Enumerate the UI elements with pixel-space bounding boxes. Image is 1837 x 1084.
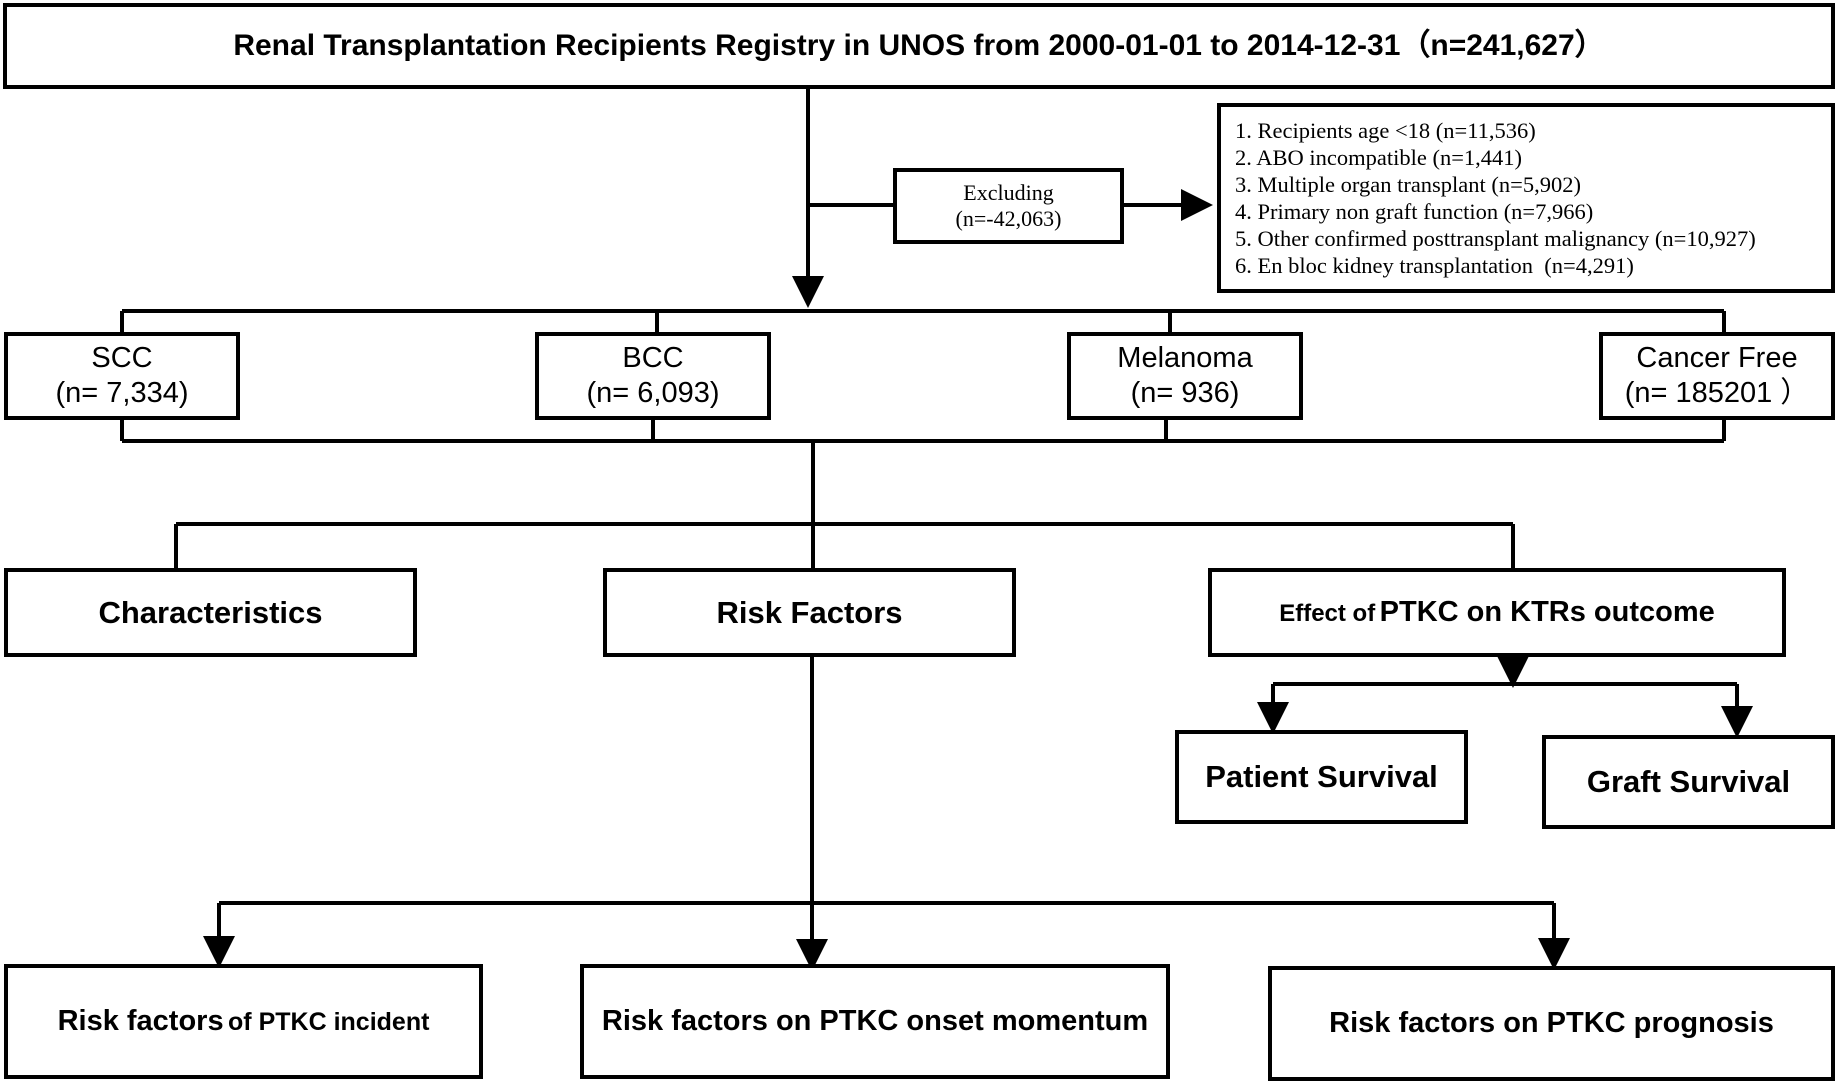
group-melanoma-count: (n= 936) (1130, 377, 1240, 409)
group-bcc-count: (n= 6,093) (586, 377, 720, 409)
criterion-other-malignancy: 5. Other confirmed posttransplant malign… (1235, 226, 1756, 251)
effect-label-prefix: Effect of (1279, 600, 1376, 628)
criterion-multiple-organ: 3. Multiple organ transplant (n=5,902) (1235, 172, 1581, 197)
group-melanoma-box: Melanoma (n= 936) (1067, 332, 1303, 420)
graft-survival-box: Graft Survival (1542, 735, 1835, 829)
criterion-age: 1. Recipients age <18 (n=11,536) (1235, 118, 1536, 143)
group-bcc-box: BCC (n= 6,093) (535, 332, 771, 420)
risk-prognosis-label: Risk factors on PTKC prognosis (1329, 1007, 1774, 1040)
registry-title-box: Renal Transplantation Recipients Registr… (3, 3, 1835, 89)
risk-incident-box: Risk factors of PTKC incident (4, 964, 483, 1079)
risk-incident-prefix: Risk factors (57, 1005, 224, 1038)
group-melanoma-name: Melanoma (1117, 342, 1253, 375)
characteristics-label: Characteristics (98, 594, 323, 630)
risk-incident-label: Risk factors of PTKC incident (58, 1004, 430, 1039)
group-scc-name: SCC (91, 342, 153, 375)
excluding-box: Excluding (n=-42,063) (893, 168, 1124, 244)
graft-survival-label: Graft Survival (1586, 764, 1791, 800)
group-cancer-free-count: (n= 185201 ） (1624, 377, 1810, 409)
group-cancer-free-name: Cancer Free (1636, 342, 1798, 375)
criterion-en-bloc: 6. En bloc kidney transplantation (n=4,2… (1235, 253, 1634, 278)
patient-survival-box: Patient Survival (1175, 730, 1468, 824)
risk-factors-box: Risk Factors (603, 568, 1016, 657)
patient-survival-label: Patient Survival (1205, 759, 1438, 795)
excluding-count: (n=-42,063) (955, 206, 1062, 231)
risk-incident-rest: of PTKC incident (228, 1008, 430, 1037)
group-scc-box: SCC (n= 7,334) (4, 332, 240, 420)
risk-prognosis-box: Risk factors on PTKC prognosis (1268, 966, 1835, 1081)
group-bcc-name: BCC (622, 342, 684, 375)
characteristics-box: Characteristics (4, 568, 417, 657)
risk-factors-label: Risk Factors (716, 594, 903, 630)
registry-title: Renal Transplantation Recipients Registr… (233, 29, 1605, 62)
effect-box: Effect of PTKC on KTRs outcome (1208, 568, 1786, 657)
effect-label: Effect of PTKC on KTRs outcome (1279, 595, 1715, 630)
criterion-abo: 2. ABO incompatible (n=1,441) (1235, 145, 1523, 170)
risk-onset-box: Risk factors on PTKC onset momentum (580, 964, 1170, 1079)
risk-onset-label: Risk factors on PTKC onset momentum (601, 1005, 1149, 1038)
excluding-label: Excluding (963, 179, 1054, 205)
group-cancer-free-box: Cancer Free (n= 185201 ） (1599, 332, 1835, 420)
effect-label-rest: PTKC on KTRs outcome (1379, 596, 1715, 629)
exclusion-criteria-box: 1. Recipients age <18 (n=11,536) 2. ABO … (1217, 103, 1835, 293)
criterion-primary-non-function: 4. Primary non graft function (n=7,966) (1235, 199, 1594, 224)
group-scc-count: (n= 7,334) (55, 377, 189, 409)
